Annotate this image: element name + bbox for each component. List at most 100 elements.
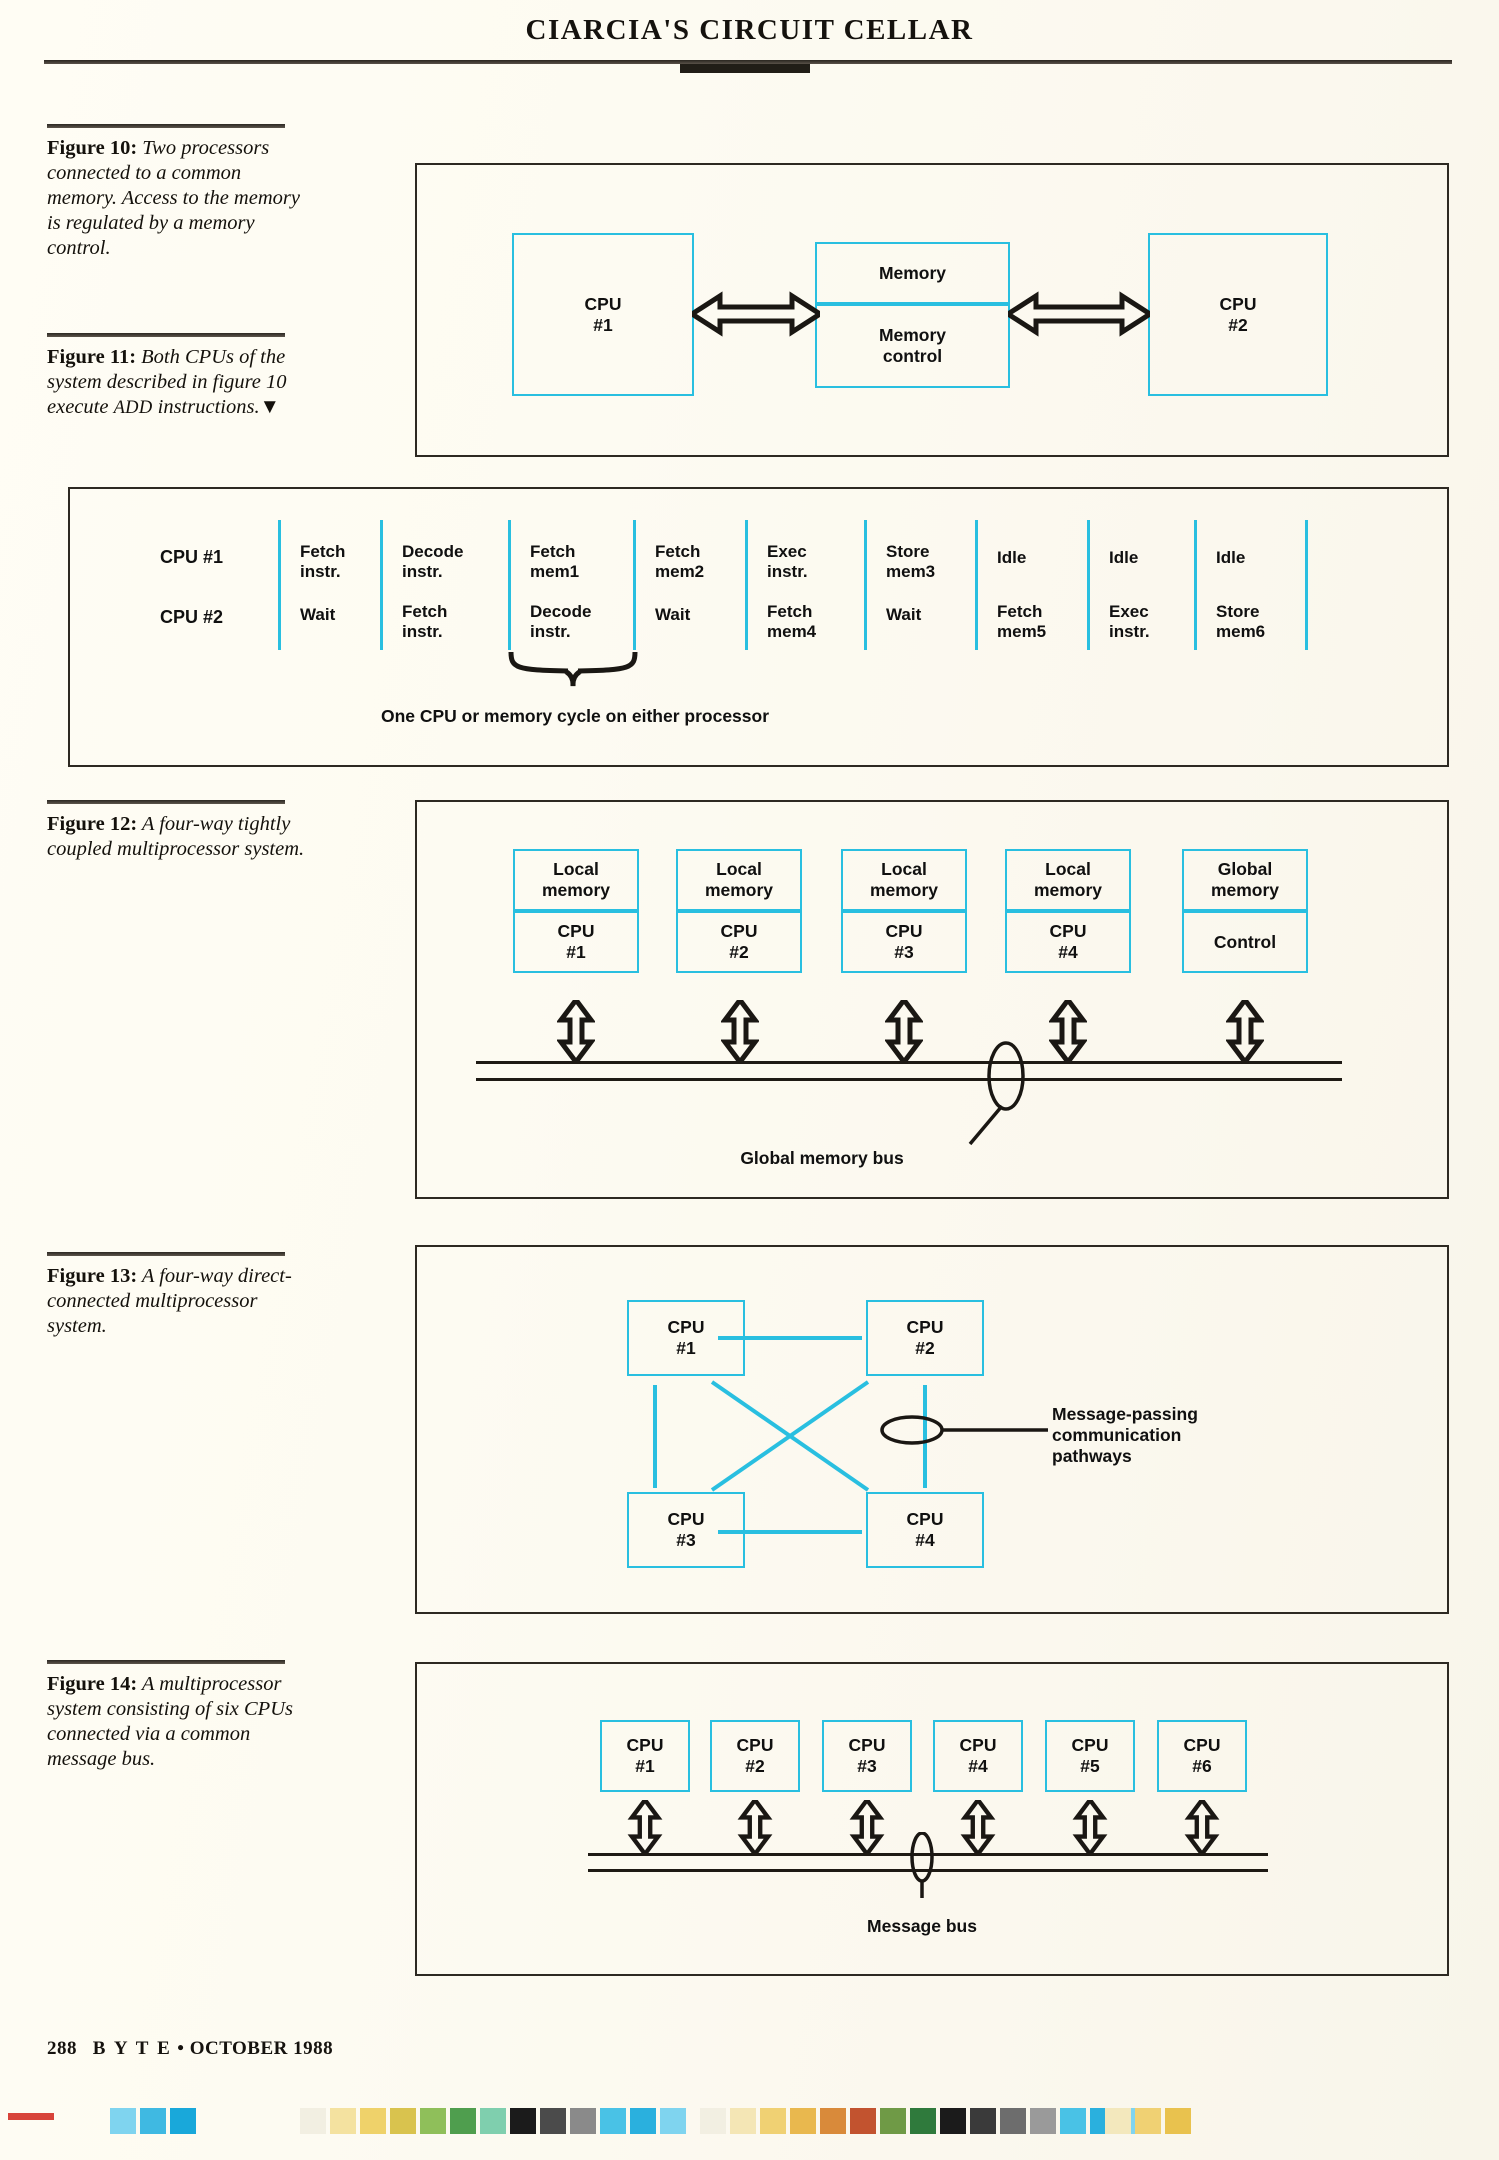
fig11-caption-label: Figure 11:: [47, 346, 137, 368]
fig10-bidirectional-arrow-right: [1008, 291, 1150, 337]
fig12-caption-text: A four-way tightly coupled multiprocesso…: [47, 813, 305, 860]
calibration-swatch: [760, 2108, 786, 2134]
fig14-bus-arrow-3: [849, 1800, 885, 1854]
fig10-cpu1-line2: #1: [593, 314, 613, 335]
fig14-bus-line-top: [588, 1853, 1268, 1856]
fig14-cpu-box-1: CPU#1: [600, 1720, 690, 1792]
calibration-swatch: [1105, 2108, 1131, 2134]
fig10-cpu2-line1: CPU: [1219, 293, 1257, 314]
page-footer: 288 B Y T E • OCTOBER 1988: [47, 2038, 333, 2060]
calibration-swatch: [730, 2108, 756, 2134]
fig11-separator: [278, 520, 281, 650]
fig14-caption-text: A multiprocessor system consisting of si…: [47, 1673, 293, 1770]
fig11-cell: Wait: [886, 605, 922, 624]
fig10-memory-box: Memory: [815, 242, 1010, 304]
fig12-caption-label: Figure 12:: [47, 813, 138, 835]
fig14-caption-label: Figure 14:: [47, 1673, 138, 1695]
calibration-swatch: [570, 2108, 596, 2134]
fig12-control-box: Control: [1182, 911, 1308, 973]
fig14-bus-arrow-1: [627, 1800, 663, 1854]
fig11-separator: [633, 520, 636, 650]
calibration-swatch: [700, 2108, 726, 2134]
fig12-bus-callout: [968, 1041, 1025, 1146]
fig13-annotation: Message-passing communication pathways: [1052, 1404, 1312, 1467]
fig11-cell: Idle: [997, 548, 1027, 567]
fig13-caption-text: A four-way direct-connected multiprocess…: [47, 1265, 292, 1337]
fig11-caption-rule: [47, 333, 285, 337]
fig12-cpu-box-3: CPU#3: [841, 911, 967, 973]
calibration-swatch: [110, 2108, 136, 2134]
fig10-caption-text: Two processors connected to a common mem…: [47, 137, 300, 259]
fig11-separator: [380, 520, 383, 650]
fig11-cell: Wait: [300, 605, 336, 624]
fig11-separator: [1087, 520, 1090, 650]
page-header-title: CIARCIA'S CIRCUIT CELLAR: [525, 14, 974, 46]
fig10-memory-control-line2: control: [882, 346, 943, 366]
fig11-caption-smallcaps: ADD: [113, 398, 153, 418]
fig14-cpu-box-2: CPU#2: [710, 1720, 800, 1792]
fig13-caption-rule: [47, 1252, 285, 1256]
calibration-swatch: [330, 2108, 356, 2134]
fig10-memory-label: Memory: [878, 262, 947, 283]
fig11-separator: [1194, 520, 1197, 650]
fig10-frame: [415, 163, 1449, 457]
fig10-cpu2-box: CPU #2: [1148, 233, 1328, 396]
fig13-caption-label: Figure 13:: [47, 1265, 138, 1287]
calibration-swatch: [450, 2108, 476, 2134]
fig11-row-label-cpu2: CPU #2: [160, 607, 224, 627]
fig14-bus-callout: [910, 1832, 934, 1898]
fig11-separator: [864, 520, 867, 650]
fig10-caption: Figure 10: Two processors connected to a…: [47, 136, 305, 261]
fig13-annotation-line3: pathways: [1052, 1446, 1132, 1466]
fig14-bus-label: Message bus: [867, 1916, 977, 1936]
calibration-swatch: [850, 2108, 876, 2134]
calibration-red-mark: [8, 2113, 54, 2120]
calibration-swatch: [1030, 2108, 1056, 2134]
fig14-bus-line-bottom: [588, 1869, 1268, 1872]
calibration-swatch: [630, 2108, 656, 2134]
fig12-cpu-box-2: CPU#2: [676, 911, 802, 973]
header-rule: [44, 60, 1452, 64]
fig13-cpu-box-4: CPU#4: [866, 1492, 984, 1568]
calibration-swatch: [790, 2108, 816, 2134]
fig13-annotation-line2: communication: [1052, 1425, 1182, 1445]
calibration-swatch: [300, 2108, 326, 2134]
fig11-caption-marker: ▼: [259, 396, 280, 418]
fig10-caption-rule: [47, 124, 285, 128]
footer-issue: OCTOBER 1988: [189, 2038, 334, 2059]
calibration-swatch: [420, 2108, 446, 2134]
fig12-bus-line-bottom: [476, 1078, 1342, 1081]
fig13-cpu-box-3: CPU#3: [627, 1492, 745, 1568]
fig14-cpu-box-6: CPU#6: [1157, 1720, 1247, 1792]
calibration-swatch: [660, 2108, 686, 2134]
fig14-caption: Figure 14: A multiprocessor system consi…: [47, 1672, 305, 1772]
fig12-bus-arrow-3: [885, 1000, 923, 1062]
fig12-bus-line-top: [476, 1061, 1342, 1064]
fig14-bus-arrow-6: [1184, 1800, 1220, 1854]
fig14-cpu-box-5: CPU#5: [1045, 1720, 1135, 1792]
fig10-cpu1-box: CPU #1: [512, 233, 694, 396]
header-rule-tab: [680, 64, 810, 73]
calibration-swatch: [170, 2108, 196, 2134]
fig12-cpu-box-4: CPU#4: [1005, 911, 1131, 973]
calibration-swatch: [1135, 2108, 1161, 2134]
fig10-memory-control-line1: Memory: [878, 325, 947, 345]
fig14-bus-arrow-4: [960, 1800, 996, 1854]
calibration-swatch: [360, 2108, 386, 2134]
fig12-caption: Figure 12: A four-way tightly coupled mu…: [47, 812, 305, 862]
fig11-row-label-cpu1: CPU #1: [160, 547, 224, 567]
footer-magazine: B Y T E: [92, 2038, 173, 2059]
calibration-swatch: [940, 2108, 966, 2134]
fig13-caption: Figure 13: A four-way direct-connected m…: [47, 1264, 305, 1339]
